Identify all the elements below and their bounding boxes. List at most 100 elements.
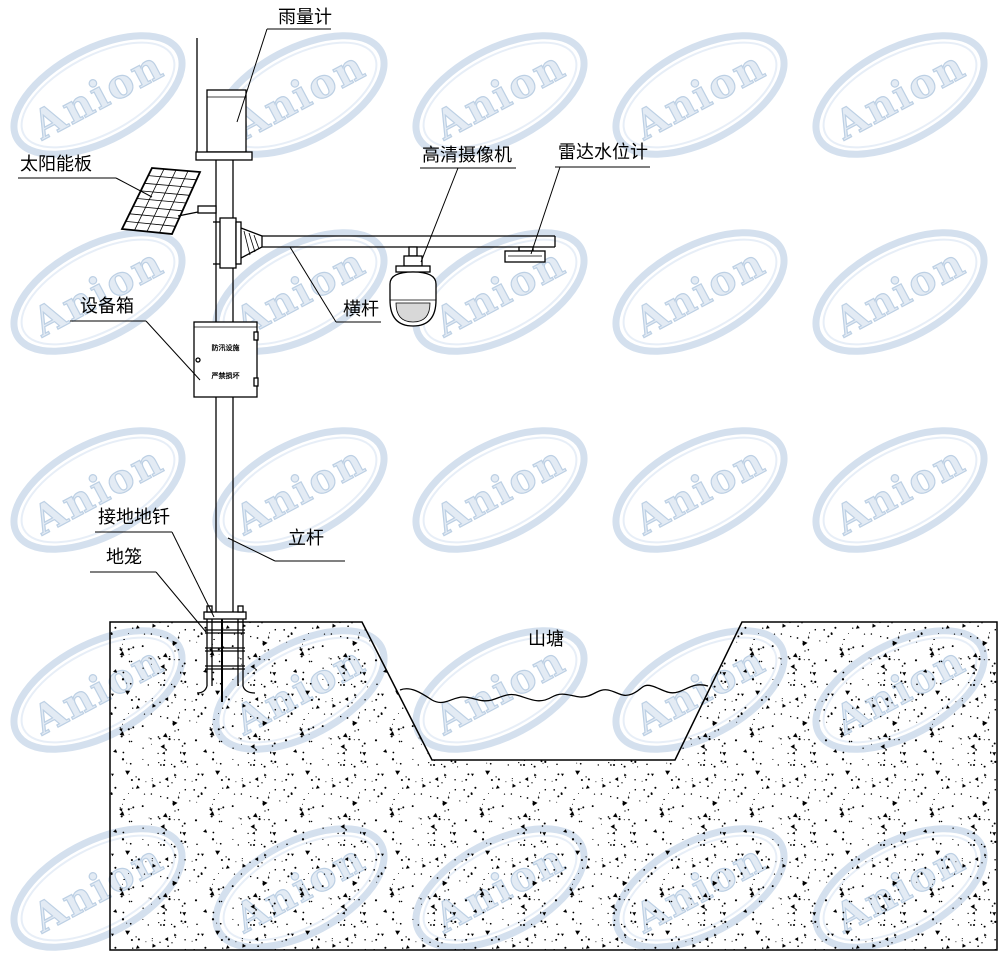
watermark-ring xyxy=(412,427,588,553)
watermark-inner-ring xyxy=(622,436,778,544)
watermark-inner-ring xyxy=(20,436,176,544)
watermark-inner-ring xyxy=(822,41,978,149)
watermark-text: Anion xyxy=(426,42,574,150)
rain-gauge-platform xyxy=(195,151,253,161)
watermark: Anion xyxy=(10,427,186,553)
watermark-inner-ring xyxy=(422,238,578,346)
callout-radar-level-gauge: 雷达水位计 xyxy=(530,142,650,255)
watermark-text: Anion xyxy=(24,437,172,545)
watermark: Anion xyxy=(612,229,788,355)
cage-hook xyxy=(196,685,208,694)
watermark: Anion xyxy=(412,427,588,553)
base-flange xyxy=(203,611,247,620)
rain-gauge-label: 雨量计 xyxy=(278,7,332,28)
solar-panel-bracket xyxy=(197,205,217,214)
callout-hd-camera: 高清摄像机 xyxy=(420,145,516,263)
radar-level-gauge-label: 雷达水位计 xyxy=(558,142,648,163)
watermark: Anion xyxy=(812,229,988,355)
watermark-text: Anion xyxy=(826,239,974,347)
rain-gauge xyxy=(195,89,253,161)
watermark-inner-ring xyxy=(20,41,176,149)
callout-leader xyxy=(145,320,201,381)
watermark-text: Anion xyxy=(826,42,974,150)
watermark-inner-ring xyxy=(422,636,578,744)
watermark-text: Anion xyxy=(826,437,974,545)
pole-label: 立杆 xyxy=(288,528,324,549)
cross-arm-clamp xyxy=(219,217,237,269)
equipment-box-sign-line2: 严禁损坏 xyxy=(211,371,241,380)
pond-label: 山塘 xyxy=(528,629,564,650)
solar-panel-support xyxy=(177,211,199,217)
callout-leader xyxy=(227,537,276,562)
camera-stem xyxy=(408,246,418,257)
camera-lens-dome xyxy=(395,302,431,323)
watermark-inner-ring xyxy=(622,238,778,346)
watermark-text: Anion xyxy=(626,437,774,545)
watermark-inner-ring xyxy=(20,238,176,346)
watermark: Anion xyxy=(812,32,988,158)
equipment-box-hinge xyxy=(253,331,259,341)
callout-leader xyxy=(530,166,561,255)
solar-cell-line xyxy=(133,205,183,212)
callout-leader xyxy=(115,177,153,198)
callout-leader xyxy=(289,246,337,323)
camera-collar xyxy=(395,265,431,273)
watermark-inner-ring xyxy=(822,436,978,544)
equipment-box-sign-line1: 防汛设施 xyxy=(212,343,240,352)
solar-panel-label: 太阳能板 xyxy=(20,154,92,175)
watermark-ring xyxy=(812,229,988,355)
solar-panel xyxy=(120,167,217,235)
watermark: Anion xyxy=(812,427,988,553)
watermark-ring xyxy=(812,32,988,158)
watermark-ring xyxy=(612,32,788,158)
solar-cell-line xyxy=(125,221,176,227)
watermark-ring xyxy=(412,32,588,158)
solar-panel-grid xyxy=(125,168,197,233)
solar-cell-line xyxy=(136,198,187,204)
cross-arm-flange xyxy=(235,221,242,265)
callout-solar-panel: 太阳能板 xyxy=(18,154,153,198)
watermark-inner-ring xyxy=(422,436,578,544)
connector-hatch xyxy=(243,230,260,256)
equipment-box-label: 设备箱 xyxy=(80,296,134,317)
pole-lower xyxy=(215,397,234,612)
watermark-text: Anion xyxy=(24,42,172,150)
watermark: Anion xyxy=(612,427,788,553)
solar-cell-line xyxy=(129,213,180,219)
ground-cage-label: 地笼 xyxy=(106,547,142,568)
cross-arm xyxy=(213,217,556,269)
callout-leader xyxy=(420,167,459,263)
equipment-box-hinge xyxy=(253,377,259,387)
callout-pole: 立杆 xyxy=(227,528,345,562)
pond-water-surface xyxy=(399,684,709,704)
hd-camera-label: 高清摄像机 xyxy=(422,145,512,166)
callout-cross-arm: 横杆 xyxy=(289,246,381,323)
watermark-text: Anion xyxy=(626,42,774,150)
watermark: Anion xyxy=(412,627,588,753)
callout-leader xyxy=(236,28,268,123)
watermark-ring xyxy=(10,427,186,553)
equipment-box-body xyxy=(193,321,258,398)
watermark-ring xyxy=(212,427,388,553)
solar-cell-line xyxy=(144,182,194,188)
callout-grounding-rod: 接地地钎 xyxy=(95,507,215,618)
watermark-ring xyxy=(10,32,186,158)
hd-camera xyxy=(389,246,437,327)
radar-body xyxy=(504,250,546,263)
callout-ground-cage: 地笼 xyxy=(90,547,207,633)
ground-cage xyxy=(196,605,256,694)
watermark-text: Anion xyxy=(426,437,574,545)
watermark-ring xyxy=(612,427,788,553)
watermark-ring xyxy=(612,229,788,355)
solar-cell-line xyxy=(148,175,197,181)
watermark-ring xyxy=(812,427,988,553)
solar-cell-line xyxy=(140,190,190,196)
watermark-text: Anion xyxy=(226,42,374,150)
watermark-text: Anion xyxy=(626,239,774,347)
cross-arm-connector xyxy=(240,227,263,259)
watermark-inner-ring xyxy=(422,41,578,149)
callout-equipment-box: 设备箱 xyxy=(70,296,201,381)
watermark-inner-ring xyxy=(222,436,378,544)
cross-arm-label: 横杆 xyxy=(343,299,379,320)
